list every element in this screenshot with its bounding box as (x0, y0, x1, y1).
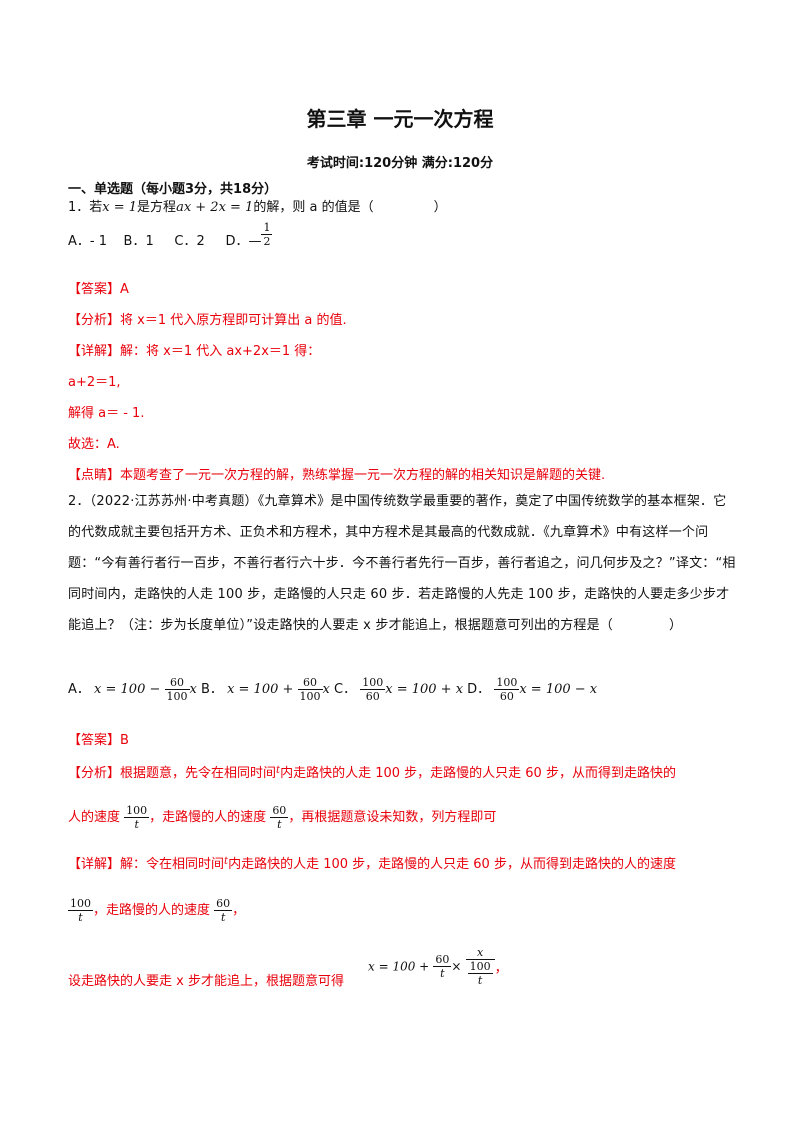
q1-paren-close: ） (433, 200, 447, 215)
q2-analysis-text-4: ，走路慢的人的速度 (149, 810, 267, 825)
q2-option-d-rhs: x = 100 − x (519, 682, 598, 697)
q2-analysis-text-2: 内走路快的人走 100 步，走路慢的人只走 60 步，从而得到走路快的 (280, 766, 676, 781)
q1-detail-line-2: a+2＝1, (68, 375, 121, 390)
q2-equation-times: × (451, 959, 462, 974)
q1-detail: 【详解】解：将 x＝1 代入 ax+2x＝1 得： (68, 340, 320, 359)
q1-detail-tag: 【详解】 (68, 344, 121, 359)
q2-option-d: D． (467, 682, 491, 697)
q2-analysis-tag: 【分析】 (68, 766, 121, 781)
q1-option-b: B．1 (123, 234, 154, 249)
q2-answer: 【答案】B (68, 733, 129, 748)
q2-detail-t: t (224, 856, 229, 867)
q1-answer: 【答案】A (68, 282, 129, 297)
q2-analysis-line-1: 【分析】根据题意，先令在相同时间t内走路快的人走 100 步，走路慢的人只走 6… (68, 762, 676, 781)
q1-detail-text: 解：将 x＝1 代入 ax+2x＝1 得： (120, 344, 321, 359)
q1-comment-tag: 【点睛】 (68, 468, 121, 483)
q2-stem-text: 2．（2022·江苏苏州·中考真题）《九章算术》是中国传统数学最重要的著作，奠定… (68, 494, 736, 633)
q2-equation-lhs: x = 100 + (368, 959, 430, 974)
question-2-stem: 2．（2022·江苏苏州·中考真题）《九章算术》是中国传统数学最重要的著作，奠定… (68, 486, 738, 641)
q2-detail-text-2: 内走路快的人走 100 步，走路慢的人只走 60 步，从而得到走路快的人的速度 (228, 857, 676, 872)
q1-option-d: D． (225, 234, 249, 249)
q2-detail-text-1: 解：令在相同时间 (120, 857, 225, 872)
q2-option-a-rhs: x (189, 682, 197, 697)
q2-option-b-rhs: x (322, 682, 330, 697)
q2-option-c-rhs: x = 100 + x (385, 682, 464, 697)
q1-comment-text: 本题考查了一元一次方程的解，熟练掌握一元一次方程的解的相关知识是解题的关键. (120, 468, 606, 483)
q1-equation-x: x = 1 (102, 200, 138, 215)
q1-detail-line-4: 故选：A. (68, 437, 120, 452)
q2-option-b-lhs: x = 100 + (227, 682, 294, 697)
q1-analysis-tag: 【分析】 (68, 313, 121, 328)
q2-option-b: B． (201, 682, 223, 697)
q1-analysis-text: 将 x＝1 代入原方程即可计算出 a 的值. (120, 313, 347, 328)
q1-option-a: A．- 1 (68, 234, 107, 249)
q2-analysis-text-1: 根据题意，先令在相同时间 (120, 766, 277, 781)
q1-stem-middle: 是方程 (137, 200, 177, 215)
section-heading: 一、单选题（每小题3分，共18分） (68, 182, 278, 197)
q2-analysis-t: t (276, 765, 281, 776)
q1-detail-line-3: 解得 a＝ - 1. (68, 406, 145, 421)
q1-analysis: 【分析】将 x＝1 代入原方程即可计算出 a 的值. (68, 309, 347, 328)
q1-comment: 【点睛】本题考查了一元一次方程的解，熟练掌握一元一次方程的解的相关知识是解题的关… (68, 464, 605, 483)
q2-paren-close: ） (669, 618, 683, 633)
q2-detail-tag: 【详解】 (68, 857, 121, 872)
q2-detail-text-4: ， (232, 903, 246, 918)
q2-equation-comma: ， (494, 961, 508, 976)
q2-analysis-text-3: 人的速度 (68, 810, 121, 825)
page-title: 第三章 一元一次方程 (306, 107, 494, 131)
q2-option-c: C． (334, 682, 357, 697)
q2-option-a: A． (68, 682, 90, 697)
q1-option-c: C．2 (174, 234, 205, 249)
q2-detail-text-3: ，走路慢的人的速度 (93, 903, 211, 918)
question-1-stem: 1．若x = 1是方程ax + 2x = 1的解，则 a 的值是（ ） (68, 196, 447, 215)
q1-stem-prefix: 1．若 (68, 200, 103, 215)
q1-equation: ax + 2x = 1 (176, 200, 254, 215)
q2-option-a-lhs: x = 100 − (94, 682, 161, 697)
q2-detail-line-3: 设走路快的人要走 x 步才能追上，根据题意可得 (68, 974, 344, 989)
q2-detail-line-1: 【详解】解：令在相同时间t内走路快的人走 100 步，走路慢的人只走 60 步，… (68, 853, 676, 872)
q1-stem-suffix: 的解，则 a 的值是（ (253, 200, 374, 215)
q2-analysis-text-5: ，再根据题意设未知数，列方程即可 (288, 810, 497, 825)
q1-option-d-minus: — (248, 234, 262, 249)
exam-info: 考试时间:120分钟 满分:120分 (306, 156, 494, 171)
